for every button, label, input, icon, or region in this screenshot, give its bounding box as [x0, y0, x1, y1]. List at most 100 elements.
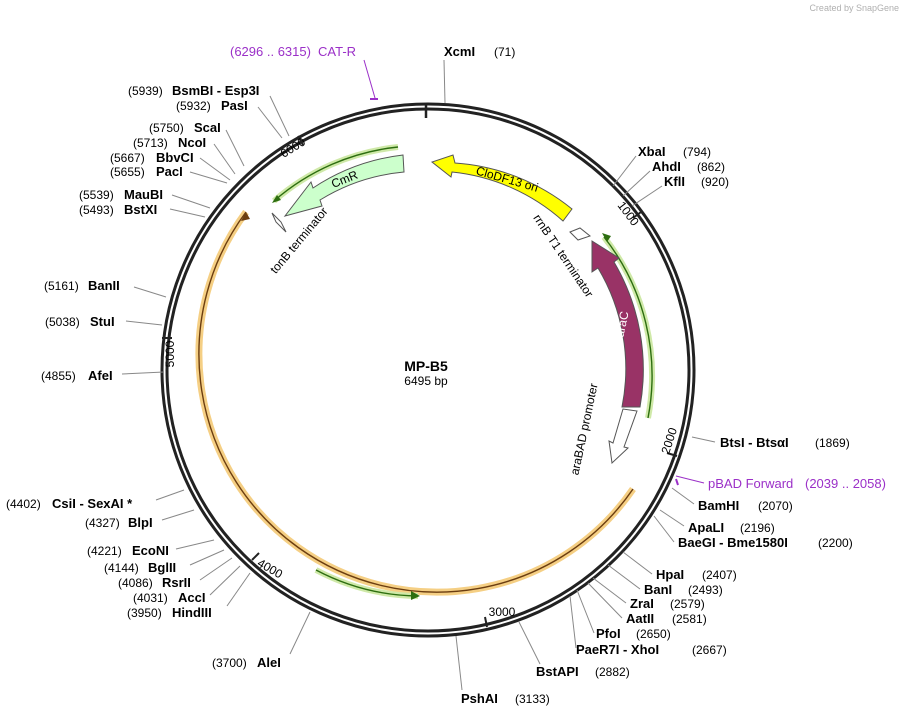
site-ncoi: (5713) NcoI — [133, 135, 236, 175]
svg-text:3000: 3000 — [489, 605, 516, 619]
svg-text:(2581): (2581) — [672, 612, 707, 626]
svg-text:XbaI: XbaI — [638, 144, 665, 159]
svg-text:(5713): (5713) — [133, 136, 168, 150]
plasmid-name: MP-B5 — [404, 358, 448, 374]
backbone-inner — [165, 107, 691, 633]
svg-text:(5750): (5750) — [149, 121, 184, 135]
svg-text:BamHI: BamHI — [698, 498, 739, 513]
site-hindiii: (3950) HindIII — [127, 572, 251, 620]
svg-text:AleI: AleI — [257, 655, 281, 670]
svg-text:BstAPI: BstAPI — [536, 664, 579, 679]
svg-text:MauBI: MauBI — [124, 187, 163, 202]
svg-text:BsmBI - Esp3I: BsmBI - Esp3I — [172, 83, 259, 98]
site-rsrii: (4086)RsrII — [118, 557, 233, 590]
svg-text:NcoI: NcoI — [178, 135, 206, 150]
svg-text:PaeR7I - XhoI: PaeR7I - XhoI — [576, 642, 659, 657]
svg-text:(4086): (4086) — [118, 576, 153, 590]
svg-text:(2579): (2579) — [670, 597, 705, 611]
svg-text:BstXI: BstXI — [124, 202, 157, 217]
site-maubi: (5539)MauBI — [79, 187, 211, 209]
site-csii: (4402)CsiI - SexAI * — [6, 489, 185, 511]
site-bamhi: BamHI (2070) — [671, 487, 793, 513]
feature-arac — [591, 240, 644, 408]
site-pasi: (5932) PasI — [176, 98, 283, 139]
svg-text:(4855): (4855) — [41, 369, 76, 383]
plasmid-length: 6495 bp — [404, 374, 448, 388]
site-ahdi: AhdI(862) — [622, 159, 725, 197]
svg-text:BglII: BglII — [148, 560, 176, 575]
svg-text:pBAD Forward: pBAD Forward — [708, 476, 793, 491]
svg-text:AccI: AccI — [178, 590, 205, 605]
site-blpi: (4327) BlpI — [85, 509, 195, 530]
svg-text:BaeGI - Bme1580I: BaeGI - Bme1580I — [678, 535, 788, 550]
tick-6000: 6000 — [278, 134, 308, 160]
svg-text:(5493): (5493) — [79, 203, 114, 217]
site-hpai: HpaI (2407) — [622, 551, 737, 582]
svg-text:CsiI - SexAI *: CsiI - SexAI * — [52, 496, 133, 511]
svg-text:(4144): (4144) — [104, 561, 139, 575]
feature-cmr — [283, 154, 405, 217]
svg-text:(2650): (2650) — [636, 627, 671, 641]
site-afei: (4855) AfeI — [41, 368, 165, 383]
site-alei: (3700)AleI — [212, 611, 311, 670]
feature-arabad-promoter — [608, 408, 638, 465]
site-paer7i: PaeR7I - XhoI(2667) — [569, 595, 727, 657]
svg-text:(71): (71) — [494, 45, 515, 59]
svg-text:HindIII: HindIII — [172, 605, 212, 620]
svg-text:HpaI: HpaI — [656, 567, 684, 582]
tick-3000: 3000 — [484, 605, 516, 628]
orf-cmr — [272, 144, 399, 204]
svg-text:(2882): (2882) — [595, 665, 630, 679]
svg-text:(3133): (3133) — [515, 692, 550, 706]
svg-text:(2070): (2070) — [758, 499, 793, 513]
svg-text:(5161): (5161) — [44, 279, 79, 293]
site-bstapi: BstAPI (2882) — [518, 621, 630, 679]
site-bani: BanI(2493) — [607, 564, 723, 597]
site-acci: (4031)AccI — [133, 565, 241, 605]
site-xcmi: XcmI(71) — [443, 44, 515, 104]
svg-text:(3950): (3950) — [127, 606, 162, 620]
svg-text:StuI: StuI — [90, 314, 115, 329]
svg-text:EcoNI: EcoNI — [132, 543, 169, 558]
orf-large — [195, 209, 636, 596]
feature-label-arabad: araBAD promoter — [568, 382, 601, 476]
svg-text:(4327): (4327) — [85, 516, 120, 530]
svg-text:ZraI: ZraI — [630, 596, 654, 611]
svg-text:BtsI - BtsαI: BtsI - BtsαI — [720, 435, 789, 450]
svg-text:(5939): (5939) — [128, 84, 163, 98]
site-bstxi: (5493) BstXI — [79, 202, 206, 218]
svg-text:(5932): (5932) — [176, 99, 211, 113]
svg-text:BbvCI: BbvCI — [156, 150, 194, 165]
svg-text:KflI: KflI — [664, 174, 685, 189]
site-econi: (4221) EcoNI — [87, 539, 215, 558]
site-kfli: KflI (920) — [631, 174, 729, 207]
svg-text:(5655): (5655) — [110, 165, 145, 179]
site-baegi: BaeGI - Bme1580I (2200) — [653, 515, 853, 550]
feature-tonb-terminator — [271, 212, 287, 233]
svg-text:(4221): (4221) — [87, 544, 122, 558]
svg-text:(794): (794) — [683, 145, 711, 159]
feature-clodf13-ori — [430, 154, 573, 222]
svg-text:AfeI: AfeI — [88, 368, 113, 383]
site-scai: (5750) ScaI — [149, 120, 245, 167]
svg-text:PshAI: PshAI — [461, 691, 498, 706]
feature-label-arac: araC — [613, 310, 632, 339]
svg-text:(2407): (2407) — [702, 568, 737, 582]
site-xbai: XbaI (794) — [612, 144, 711, 187]
svg-text:(920): (920) — [701, 175, 729, 189]
svg-text:(862): (862) — [697, 160, 725, 174]
backbone-outer — [160, 102, 696, 638]
site-banii: (5161) BanII — [44, 278, 167, 298]
svg-text:ScaI: ScaI — [194, 120, 221, 135]
svg-text:PasI: PasI — [221, 98, 248, 113]
feature-label-rrnb: rrnB T1 terminator — [530, 212, 596, 300]
svg-text:AatII: AatII — [626, 611, 654, 626]
svg-text:PfoI: PfoI — [596, 626, 621, 641]
svg-text:6000: 6000 — [278, 134, 308, 160]
svg-text:BlpI: BlpI — [128, 515, 153, 530]
svg-text:(6296 .. 6315): (6296 .. 6315) — [230, 44, 311, 59]
svg-text:BanII: BanII — [88, 278, 120, 293]
svg-text:(2200): (2200) — [818, 536, 853, 550]
svg-text:(2493): (2493) — [688, 583, 723, 597]
